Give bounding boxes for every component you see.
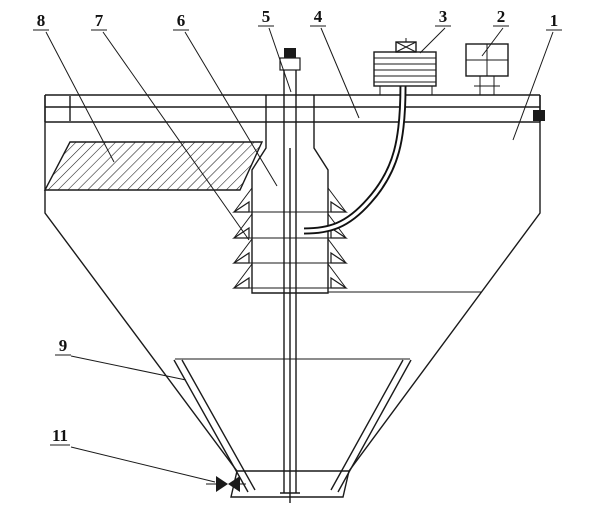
callout-underlines bbox=[33, 25, 562, 446]
center-shaft bbox=[279, 48, 301, 503]
motor-cooling-fins bbox=[374, 57, 436, 83]
inner-cone-walls bbox=[173, 359, 412, 493]
discharge-valve bbox=[206, 476, 246, 492]
drive-motor bbox=[373, 38, 437, 95]
callout-label-5: 5 bbox=[262, 7, 271, 26]
inner-cone bbox=[173, 358, 412, 493]
leader-lines bbox=[45, 27, 554, 483]
callout-label-4: 4 bbox=[314, 7, 323, 26]
callout-label-11: 11 bbox=[52, 426, 68, 445]
callout-label-8: 8 bbox=[37, 11, 46, 30]
callout-label-9: 9 bbox=[59, 336, 68, 355]
feed-pipe-bore bbox=[303, 85, 405, 233]
callout-label-7: 7 bbox=[95, 11, 104, 30]
motor-cap-cross bbox=[395, 38, 417, 53]
shaft-top-knob bbox=[284, 48, 296, 58]
feed-pipe bbox=[303, 85, 407, 235]
callout-labels: 8 7 6 5 4 3 2 1 9 11 bbox=[37, 7, 559, 445]
callout-label-2: 2 bbox=[497, 7, 506, 26]
motor-legs bbox=[379, 86, 433, 95]
valve-body-left bbox=[216, 476, 228, 492]
valve-body-right bbox=[228, 476, 240, 492]
shaft-lines bbox=[280, 70, 300, 503]
deck-lines bbox=[44, 94, 541, 123]
deck-end-block bbox=[533, 110, 545, 121]
deflector-fin-tips bbox=[232, 200, 348, 289]
feed-launder-hatched bbox=[43, 141, 264, 191]
control-box-stand bbox=[474, 76, 500, 95]
feedwell-assembly bbox=[232, 95, 348, 294]
callout-label-1: 1 bbox=[550, 11, 559, 30]
callout-label-6: 6 bbox=[177, 11, 186, 30]
callout-label-3: 3 bbox=[439, 7, 448, 26]
top-deck bbox=[44, 94, 545, 123]
